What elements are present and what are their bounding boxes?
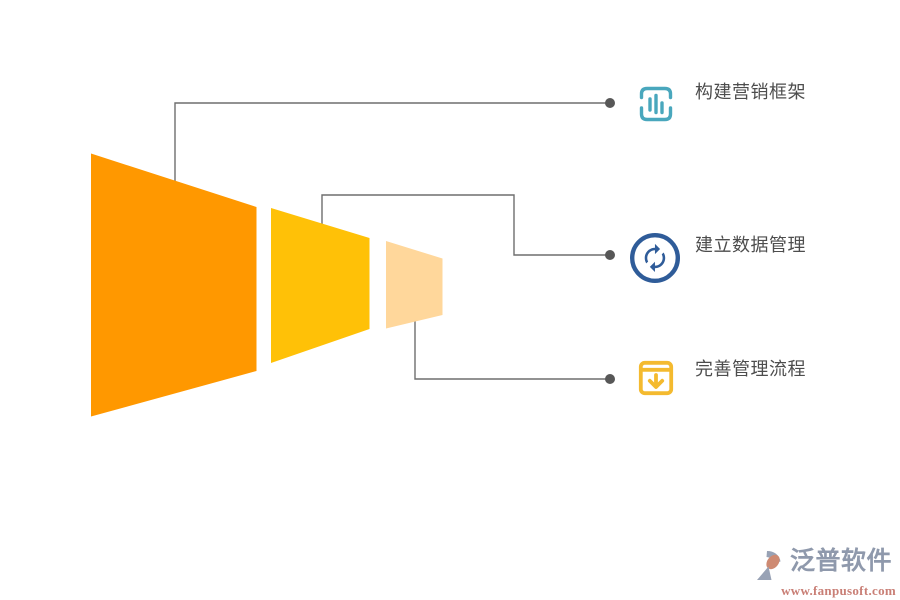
connector-line-2	[321, 194, 610, 256]
bar-chart-frame-icon	[639, 86, 673, 122]
item-label-2: 建立数据管理	[695, 235, 806, 255]
item-label-1: 构建营销框架	[695, 82, 806, 102]
funnel-segment-1	[91, 153, 257, 417]
fanpu-logo-icon	[757, 550, 781, 580]
item-label-3: 完善管理流程	[695, 359, 806, 379]
connector-dot-3	[605, 374, 615, 384]
watermark: 泛普软件 www.fanpusoft.com	[754, 548, 896, 598]
connector-dot-1	[605, 98, 615, 108]
funnel-segment-3	[386, 241, 443, 329]
package-download-icon	[638, 360, 674, 396]
watermark-url-text: www.fanpusoft.com	[781, 583, 896, 598]
connector-dot-2	[605, 250, 615, 260]
connector-line-3	[414, 316, 610, 380]
connector-line-1	[174, 102, 610, 185]
sync-circle-icon	[630, 233, 680, 283]
funnel-segment-2	[271, 208, 370, 363]
watermark-brand-text: 泛普软件	[790, 548, 893, 575]
